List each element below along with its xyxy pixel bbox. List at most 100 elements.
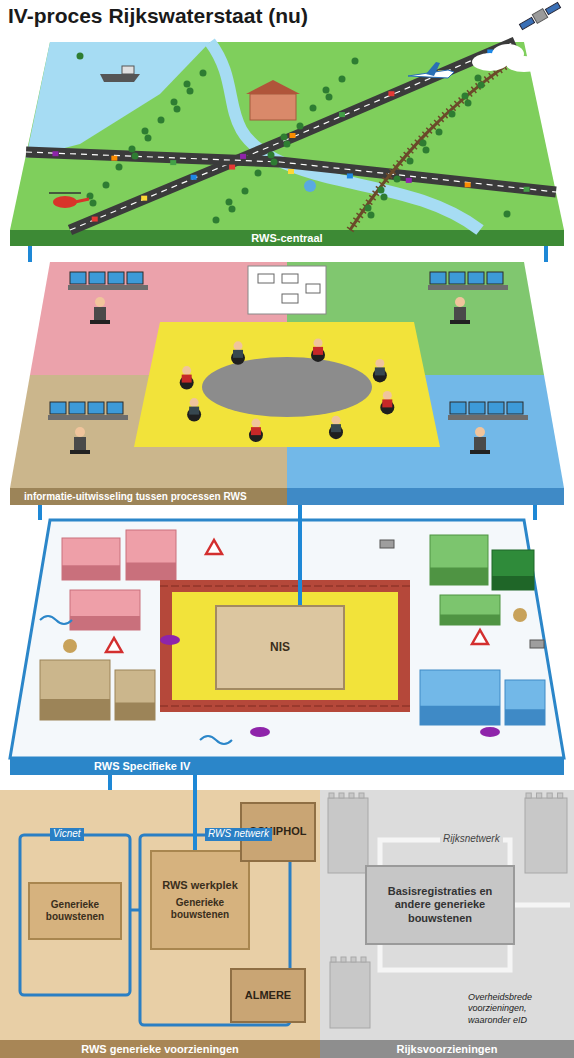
brick-joints xyxy=(160,586,410,706)
railway-ties xyxy=(350,59,515,230)
person-body xyxy=(74,437,86,451)
car xyxy=(288,169,294,174)
castle-tower xyxy=(330,962,370,1028)
plane-edge xyxy=(10,758,564,775)
cloud xyxy=(506,56,542,72)
building-shade xyxy=(70,616,140,630)
monitor xyxy=(107,402,123,414)
monitor xyxy=(69,402,85,414)
chair xyxy=(249,428,263,442)
layer-illustration xyxy=(10,262,564,505)
person-head xyxy=(455,297,465,307)
tree xyxy=(132,153,139,160)
ship xyxy=(100,66,140,82)
battlement xyxy=(329,793,334,798)
road xyxy=(26,152,556,192)
tree xyxy=(297,123,304,130)
meeting-table xyxy=(202,357,372,417)
plane-edge xyxy=(10,230,564,246)
person-head xyxy=(383,391,392,400)
car xyxy=(388,91,394,96)
network-link xyxy=(130,909,140,912)
tree xyxy=(171,99,178,106)
tree xyxy=(268,152,275,159)
castle-tower xyxy=(525,798,567,873)
battlement xyxy=(359,793,364,798)
tree xyxy=(504,211,511,218)
building-shade xyxy=(126,563,176,581)
building-block xyxy=(40,660,110,720)
tree xyxy=(368,212,375,219)
building-block xyxy=(70,590,140,630)
tree xyxy=(381,194,388,201)
battlement xyxy=(349,793,354,798)
label-anchor: Rijksnetwerk xyxy=(440,833,503,846)
data-pipe xyxy=(298,505,302,605)
layer-label: Rijksvoorzieningen xyxy=(397,1040,498,1058)
tree xyxy=(352,58,359,65)
building-shade xyxy=(492,576,534,590)
tree xyxy=(184,81,191,88)
plane-edge xyxy=(287,488,564,505)
helicopter-rotor xyxy=(49,192,81,194)
car xyxy=(52,151,58,156)
tree xyxy=(226,199,233,206)
flowchart-step xyxy=(282,274,298,283)
castle-tower: ALMERE xyxy=(230,968,306,1023)
box-label: RWS werkplek xyxy=(162,879,238,892)
building-roof xyxy=(246,80,300,94)
battlement xyxy=(361,957,366,962)
car xyxy=(339,112,345,117)
person-head xyxy=(375,359,384,368)
car xyxy=(524,187,530,192)
label-anchor: RWS netwerk xyxy=(205,828,272,841)
building-shade xyxy=(420,706,500,725)
tree xyxy=(449,111,456,118)
plate-edge xyxy=(320,1040,574,1058)
building-shade xyxy=(440,615,500,626)
tree xyxy=(436,129,443,136)
monitor xyxy=(468,272,484,284)
label-anchor: Vicnet xyxy=(50,828,84,841)
tree xyxy=(174,106,181,113)
chair xyxy=(70,450,90,454)
car xyxy=(170,160,176,165)
solar-panel xyxy=(519,17,534,29)
helicopter-tail xyxy=(75,199,89,202)
person-body xyxy=(382,399,392,407)
sea xyxy=(26,42,210,158)
network-label: RWS netwerk xyxy=(205,828,272,841)
tree xyxy=(378,187,385,194)
railway xyxy=(350,59,515,230)
helicopter-body xyxy=(53,196,77,208)
network-outline xyxy=(20,835,130,995)
car xyxy=(191,175,197,180)
ship-bridge xyxy=(122,66,134,74)
chair xyxy=(180,376,194,390)
wall-courtyard xyxy=(172,592,398,700)
road xyxy=(70,42,515,230)
road-marking xyxy=(26,152,556,192)
tree xyxy=(339,76,346,83)
chair xyxy=(90,320,110,324)
flowchart-step xyxy=(258,274,274,283)
tree xyxy=(394,176,401,183)
building-block: RWS werkplekGenerieke bouwstenen xyxy=(150,850,250,950)
monitor xyxy=(88,402,104,414)
monitor xyxy=(450,402,466,414)
building-shade xyxy=(505,709,545,725)
tree xyxy=(310,105,317,112)
battlement xyxy=(526,793,531,798)
box-label: Generieke bouwstenen xyxy=(34,899,116,923)
tree xyxy=(90,200,97,207)
ground-plane xyxy=(10,42,564,230)
person-head xyxy=(95,297,105,307)
data-pipe xyxy=(533,505,537,520)
layer-label: informatie-uitwisseling tussen processen… xyxy=(24,488,247,505)
layer-plane: NISRWS Specifieke IV xyxy=(10,520,564,775)
road-marking xyxy=(70,42,515,230)
battlement xyxy=(339,793,344,798)
box-label: NIS xyxy=(270,640,290,654)
chair xyxy=(187,408,201,422)
